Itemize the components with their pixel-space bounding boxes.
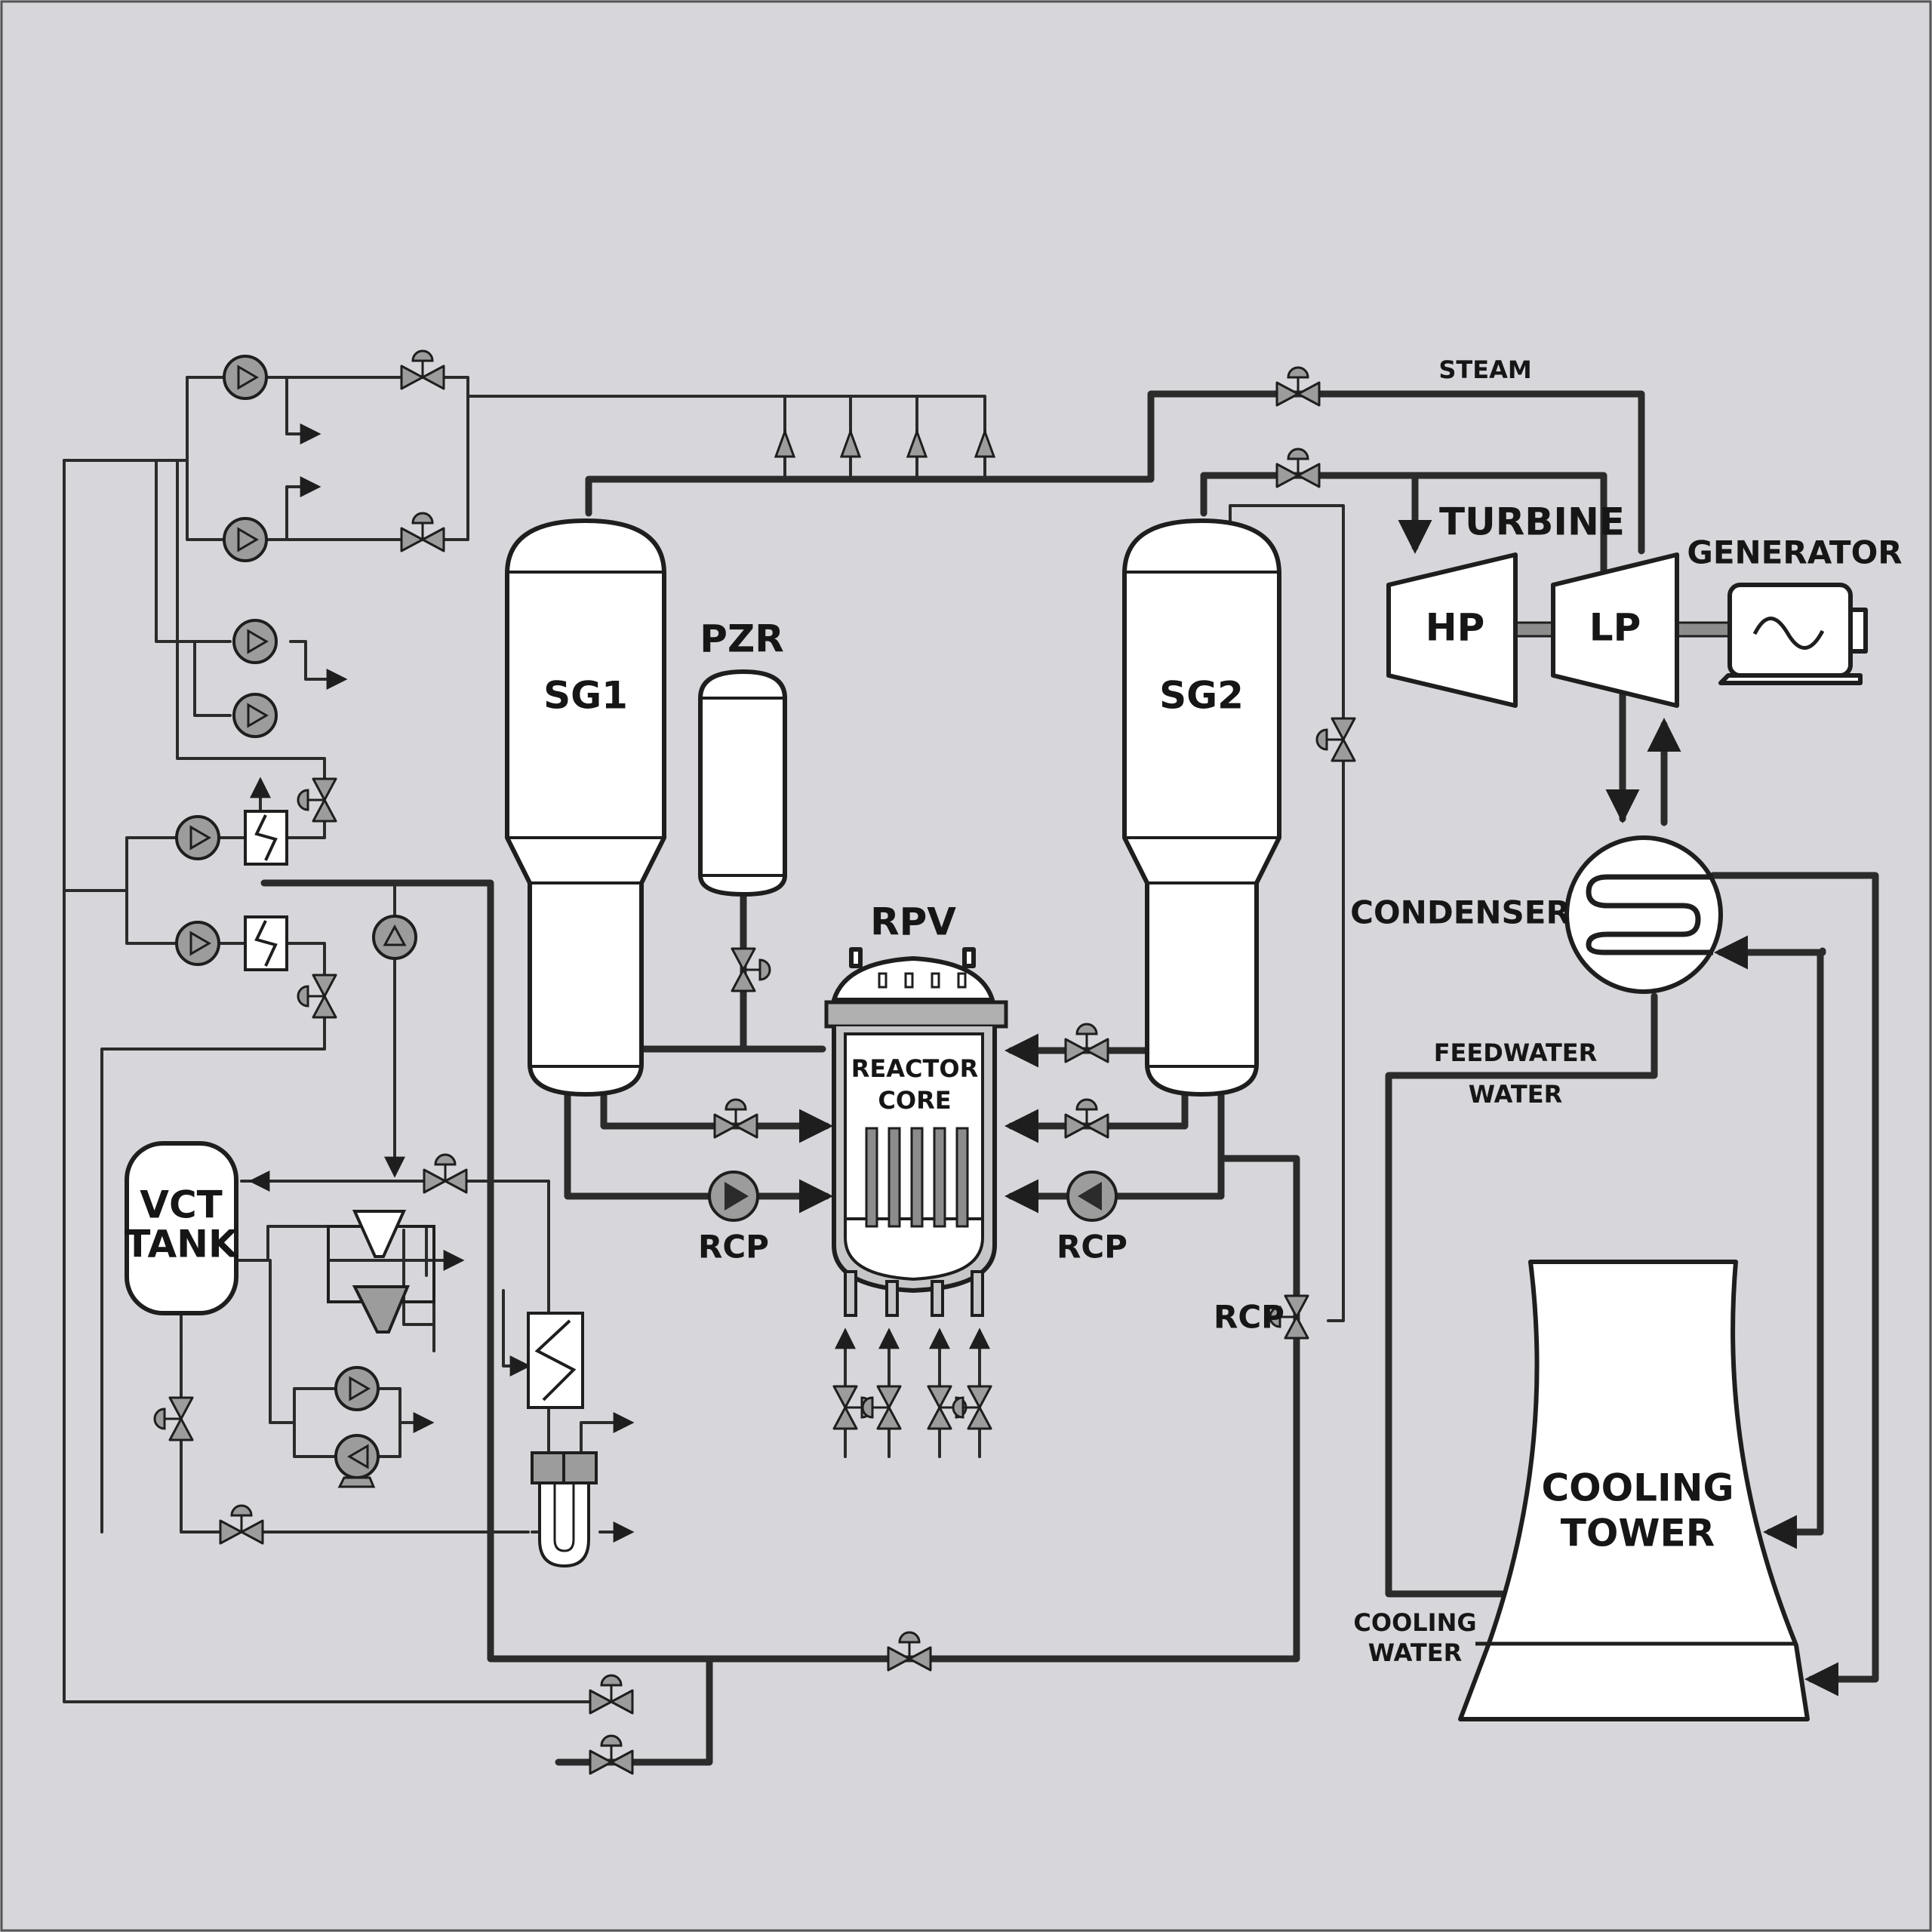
heat-exchangers: [244, 810, 598, 1568]
sg2-label: SG2: [1159, 674, 1244, 718]
feedwater-label: FEEDWATER: [1434, 1038, 1598, 1067]
steam-generator-1: SG1: [505, 518, 666, 1097]
cooling-water-label-2: WATER: [1368, 1638, 1462, 1667]
cooling-tower: COOLING TOWER: [1458, 1260, 1810, 1721]
turbine-assembly: TURBINE HP LP: [1386, 500, 1731, 708]
cooling-water-label-1: COOLING: [1353, 1608, 1476, 1637]
pzr-label: PZR: [700, 617, 783, 661]
rcp-valve-label: RCP: [1214, 1299, 1284, 1336]
pressurizer: PZR: [698, 617, 787, 897]
water-label: WATER: [1469, 1080, 1562, 1109]
rcp-left-label: RCP: [698, 1229, 769, 1266]
reactor-coolant-pump-right: RCP: [1057, 1171, 1128, 1266]
bottom-inlet-arrows: [835, 1327, 990, 1458]
cooling-tower-label-2: TOWER: [1561, 1512, 1715, 1555]
rcp-right-label: RCP: [1057, 1229, 1128, 1266]
condenser: CONDENSER: [1350, 835, 1723, 994]
rpv-label: RPV: [870, 900, 956, 944]
vct-label-2: TANK: [125, 1223, 239, 1266]
reactor-core-label-2: CORE: [878, 1086, 951, 1115]
reactor-core-label-1: REACTOR: [851, 1054, 978, 1083]
generator: GENERATOR: [1687, 534, 1903, 685]
vct-label-1: VCT: [140, 1183, 223, 1227]
aux-pumps: [175, 355, 417, 1488]
vct-tank: VCT TANK: [125, 1141, 239, 1315]
sg1-label: SG1: [543, 674, 628, 718]
steam-label: STEAM: [1438, 355, 1531, 384]
relief-valves: [774, 428, 996, 458]
reactor-coolant-pump-left: RCP: [698, 1171, 769, 1266]
lp-label: LP: [1589, 606, 1641, 650]
hp-label: HP: [1426, 606, 1485, 650]
condenser-label: CONDENSER: [1350, 894, 1571, 931]
generator-label: GENERATOR: [1687, 534, 1902, 571]
steam-generator-2: SG2: [1122, 518, 1281, 1097]
separator-unit: [327, 1210, 435, 1334]
turbine-label: TURBINE: [1439, 500, 1625, 544]
reactor-pressure-vessel: RPV REACTOR CORE: [824, 900, 1008, 1317]
cooling-tower-label-1: COOLING: [1541, 1466, 1734, 1510]
